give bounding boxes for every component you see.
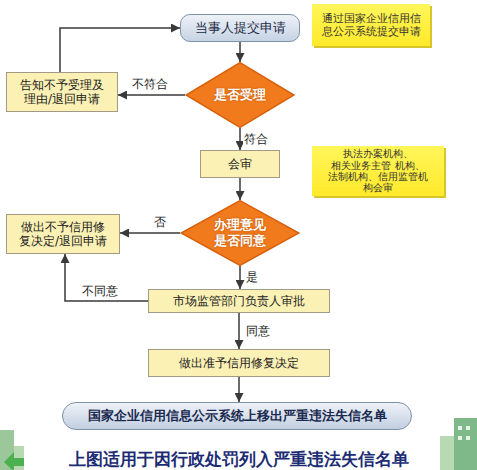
node-text: 当事人提交申请 <box>195 20 286 36</box>
edge-label: 符合 <box>243 131 269 148</box>
flow-arrow <box>65 254 148 301</box>
edge-label: 是 <box>245 269 259 286</box>
flow-arrow <box>238 313 240 349</box>
decision-diamond: 是否受理 <box>185 62 295 128</box>
building-window <box>458 426 462 430</box>
building-silhouette <box>454 418 477 470</box>
building-window <box>466 436 470 440</box>
diamond-shape <box>186 63 294 128</box>
edge-label: 同意 <box>245 323 271 340</box>
decision-diamond: 办理意见 是否同意 <box>180 200 300 266</box>
note-callout: 通过国家企业信用信 息公示系统提交申请 <box>312 4 430 46</box>
node-text: 做出不予信用修 复决定/退回申请 <box>11 220 115 249</box>
note-callout: 执法办案机构、相关业务主管 机构、法制机构、信用监管机 构会审 <box>312 146 444 196</box>
flow-arrow <box>239 128 241 150</box>
building-window <box>466 426 470 430</box>
arrow-ornament <box>4 452 24 470</box>
node-text: 是否受理 <box>214 87 266 103</box>
flow-arrow <box>239 178 241 200</box>
building-silhouette <box>440 436 454 470</box>
process-box: 告知不予受理及 理由/退回申请 <box>6 72 118 112</box>
flow-arrow <box>60 28 180 72</box>
caption-text: 上图适用于因行政处罚列入严重违法失信名单 <box>0 449 477 470</box>
flow-arrow <box>239 42 241 62</box>
flow-arrow <box>238 377 240 402</box>
node-text: 办理意见 是否同意 <box>205 217 275 248</box>
node-text: 国家企业信用信息公示系统上移出严重违法失信名单 <box>88 408 387 424</box>
process-box: 市场监管部门负责人审批 <box>148 289 330 313</box>
node-text: 市场监管部门负责人审批 <box>173 294 305 308</box>
diamond-shape <box>181 201 299 266</box>
node-text: 告知不予受理及 理由/退回申请 <box>11 78 113 107</box>
node-text: 通过国家企业信用信 息公示系统提交申请 <box>316 12 426 38</box>
node-text: 执法办案机构、相关业务主管 机构、法制机构、信用监管机 构会审 <box>314 148 442 194</box>
node-text: 会审 <box>228 157 252 171</box>
process-box: 会审 <box>200 150 280 178</box>
start-box: 当事人提交申请 <box>180 14 300 42</box>
edge-label: 不同意 <box>81 283 119 300</box>
node-text: 做出准予信用修复决定 <box>179 356 299 370</box>
building-window <box>458 436 462 440</box>
process-box: 做出不予信用修 复决定/退回申请 <box>6 214 120 254</box>
flow-arrow <box>239 266 241 289</box>
edge-label: 不符合 <box>131 76 169 93</box>
edge-label: 否 <box>153 214 167 231</box>
end-band: 国家企业信用信息公示系统上移出严重违法失信名单 <box>62 402 412 430</box>
process-box: 做出准予信用修复决定 <box>148 349 330 377</box>
flow-arrow <box>120 232 180 234</box>
flow-arrow <box>118 94 185 96</box>
